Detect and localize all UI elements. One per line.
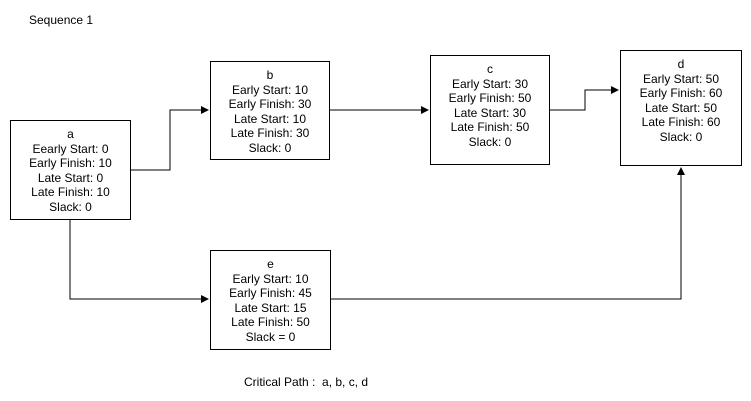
node-e-late-start: Late Start: 15 — [234, 300, 307, 315]
node-e-early-finish: Early Finish: 45 — [229, 286, 312, 301]
node-d-name: d — [677, 57, 685, 71]
activity-node-d: d Early Start: 50 Early Finish: 60 Late … — [620, 50, 742, 166]
edge-a-to-b — [131, 106, 209, 171]
node-c-name: c — [487, 62, 493, 76]
node-b-name: b — [266, 68, 274, 82]
node-e-early-start: Early Start: 10 — [232, 271, 309, 286]
node-b-late-finish: Late Finish: 30 — [230, 126, 310, 141]
node-c-late-finish: Late Finish: 50 — [450, 120, 530, 135]
node-d-early-finish: Early Finish: 60 — [639, 86, 723, 101]
node-b-early-finish: Early Finish: 30 — [228, 97, 312, 112]
edge-e-to-d — [331, 167, 685, 300]
critical-path-label: Critical Path : a, b, c, d — [244, 375, 369, 389]
node-c-early-finish: Early Finish: 50 — [448, 91, 532, 106]
node-e-late-finish: Late Finish: 50 — [231, 315, 310, 330]
node-d-late-finish: Late Finish: 60 — [641, 115, 721, 130]
edge-c-to-d — [550, 86, 619, 111]
node-d-slack: Slack: 0 — [659, 129, 703, 144]
activity-node-e: e Early Start: 10 Early Finish: 45 Late … — [210, 250, 331, 350]
node-c-late-start: Late Start: 30 — [453, 105, 527, 120]
node-a-late-start: Late Start: 0 — [37, 170, 104, 185]
node-a-name: a — [67, 127, 74, 141]
node-a-late-finish: Late Finish: 10 — [31, 185, 110, 200]
node-b-slack: Slack: 0 — [248, 140, 292, 155]
node-a-early-start: Eearly Start: 0 — [32, 141, 109, 156]
node-b-late-start: Late Start: 10 — [233, 111, 307, 126]
node-e-name: e — [267, 257, 274, 271]
activity-node-a: a Eearly Start: 0 Early Finish: 10 Late … — [10, 120, 131, 220]
node-d-early-start: Early Start: 50 — [642, 71, 720, 86]
diagram-title: Sequence 1 — [29, 13, 94, 27]
node-a-slack: Slack: 0 — [49, 199, 92, 214]
node-e-slack: Slack = 0 — [245, 329, 296, 344]
node-d-late-start: Late Start: 50 — [644, 100, 718, 115]
node-b-early-start: Early Start: 10 — [231, 82, 309, 97]
node-c-early-start: Early Start: 30 — [451, 76, 529, 91]
node-c-slack: Slack: 0 — [468, 134, 512, 149]
node-a-early-finish: Early Finish: 10 — [29, 156, 112, 171]
activity-node-c: c Early Start: 30 Early Finish: 50 Late … — [430, 55, 550, 165]
edge-a-to-e — [69, 220, 209, 303]
activity-node-b: b Early Start: 10 Early Finish: 30 Late … — [210, 61, 330, 160]
